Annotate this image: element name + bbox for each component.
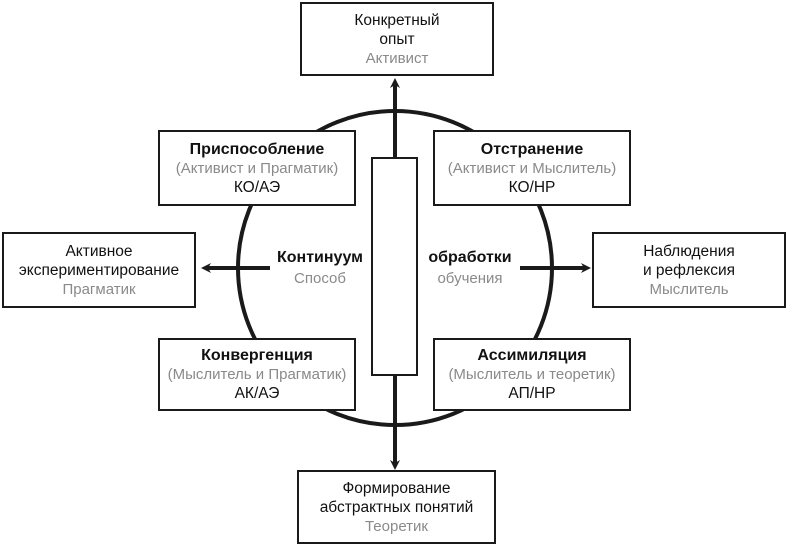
continuum-bar [371,157,418,376]
assimilating-title: Ассимиляция [477,347,587,364]
concrete-experience-line2: опыт [379,30,415,48]
converging-title: Конвергенция [201,347,313,364]
converging-code: АК/АЭ [234,385,280,402]
continuum-label: Континуум Способ [270,247,370,289]
concrete-experience-box: Конкретный опыт Активист [300,2,494,76]
continuum-title: Континуум [277,249,363,266]
accommodating-code: КО/АЭ [233,178,281,196]
accommodating-title: Приспособление [189,140,325,158]
abstract-conceptualization-line1: Формирование [342,479,451,497]
diverging-code: КО/НР [508,178,556,196]
reflective-observation-line2: и рефлексия [642,261,736,279]
diverging-sub: (Активист и Мыслитель) [447,159,617,177]
active-experimentation-box: Активное экспериментирование Прагматик [2,232,196,308]
accommodating-sub: (Активист и Прагматик) [175,159,339,177]
processing-title: обработки [428,249,512,266]
abstract-conceptualization-sub: Теоретик [364,517,428,535]
reflective-observation-line1: Наблюдения [643,242,735,260]
converging-sub: (Мыслитель и Прагматик) [167,366,347,383]
abstract-conceptualization-box: Формирование абстрактных понятий Теорети… [297,470,496,544]
active-experimentation-sub: Прагматик [62,280,136,298]
active-experimentation-line1: Активное [65,242,133,260]
diverging-title: Отстранение [480,140,584,158]
concrete-experience-sub: Активист [365,49,429,67]
assimilating-box: Ассимиляция (Мыслитель и теоретик) АП/НР [433,338,631,411]
accommodating-box: Приспособление (Активист и Прагматик) КО… [158,130,356,206]
assimilating-sub: (Мыслитель и теоретик) [448,366,616,383]
processing-sub: обучения [437,270,503,287]
continuum-sub: Способ [294,270,346,287]
reflective-observation-sub: Мыслитель [649,280,729,298]
processing-label: обработки обучения [420,247,520,289]
diverging-box: Отстранение (Активист и Мыслитель) КО/НР [433,130,631,206]
assimilating-code: АП/НР [508,385,556,402]
concrete-experience-line1: Конкретный [354,11,440,29]
converging-box: Конвергенция (Мыслитель и Прагматик) АК/… [158,338,356,411]
reflective-observation-box: Наблюдения и рефлексия Мыслитель [592,232,786,308]
active-experimentation-line2: экспериментирование [18,261,180,279]
abstract-conceptualization-line2: абстрактных понятий [319,498,474,516]
